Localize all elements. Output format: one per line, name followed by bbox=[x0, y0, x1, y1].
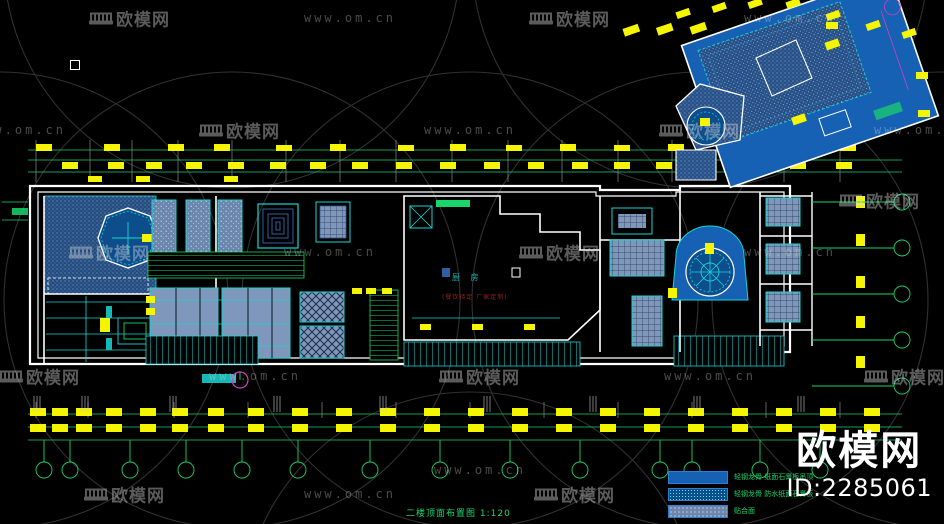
brand-overlay: 欧模网 ID:2285061 bbox=[786, 430, 932, 502]
legend-swatch-solid bbox=[668, 471, 728, 484]
left-side-labels bbox=[2, 201, 28, 221]
brand-name: 欧模网 bbox=[796, 428, 923, 474]
legend-item: 贴合面 bbox=[668, 504, 813, 519]
legend-label: 贴合面 bbox=[734, 507, 755, 515]
cursor-crosshair bbox=[70, 60, 80, 70]
legend-swatch-speck bbox=[668, 505, 728, 518]
room-label-kitchen: 厨 房 bbox=[452, 273, 483, 282]
brand-id: ID:2285061 bbox=[786, 474, 932, 502]
plan-title: 二楼顶面布置图 1:120 bbox=[406, 509, 511, 519]
legend-swatch-dot bbox=[668, 488, 728, 501]
magenta-callout bbox=[202, 371, 249, 389]
room-note-kitchen: (餐饮待定 厂家定制) bbox=[442, 294, 508, 301]
kitchen-zone bbox=[403, 195, 601, 341]
bottom-dimension-band bbox=[28, 396, 902, 479]
